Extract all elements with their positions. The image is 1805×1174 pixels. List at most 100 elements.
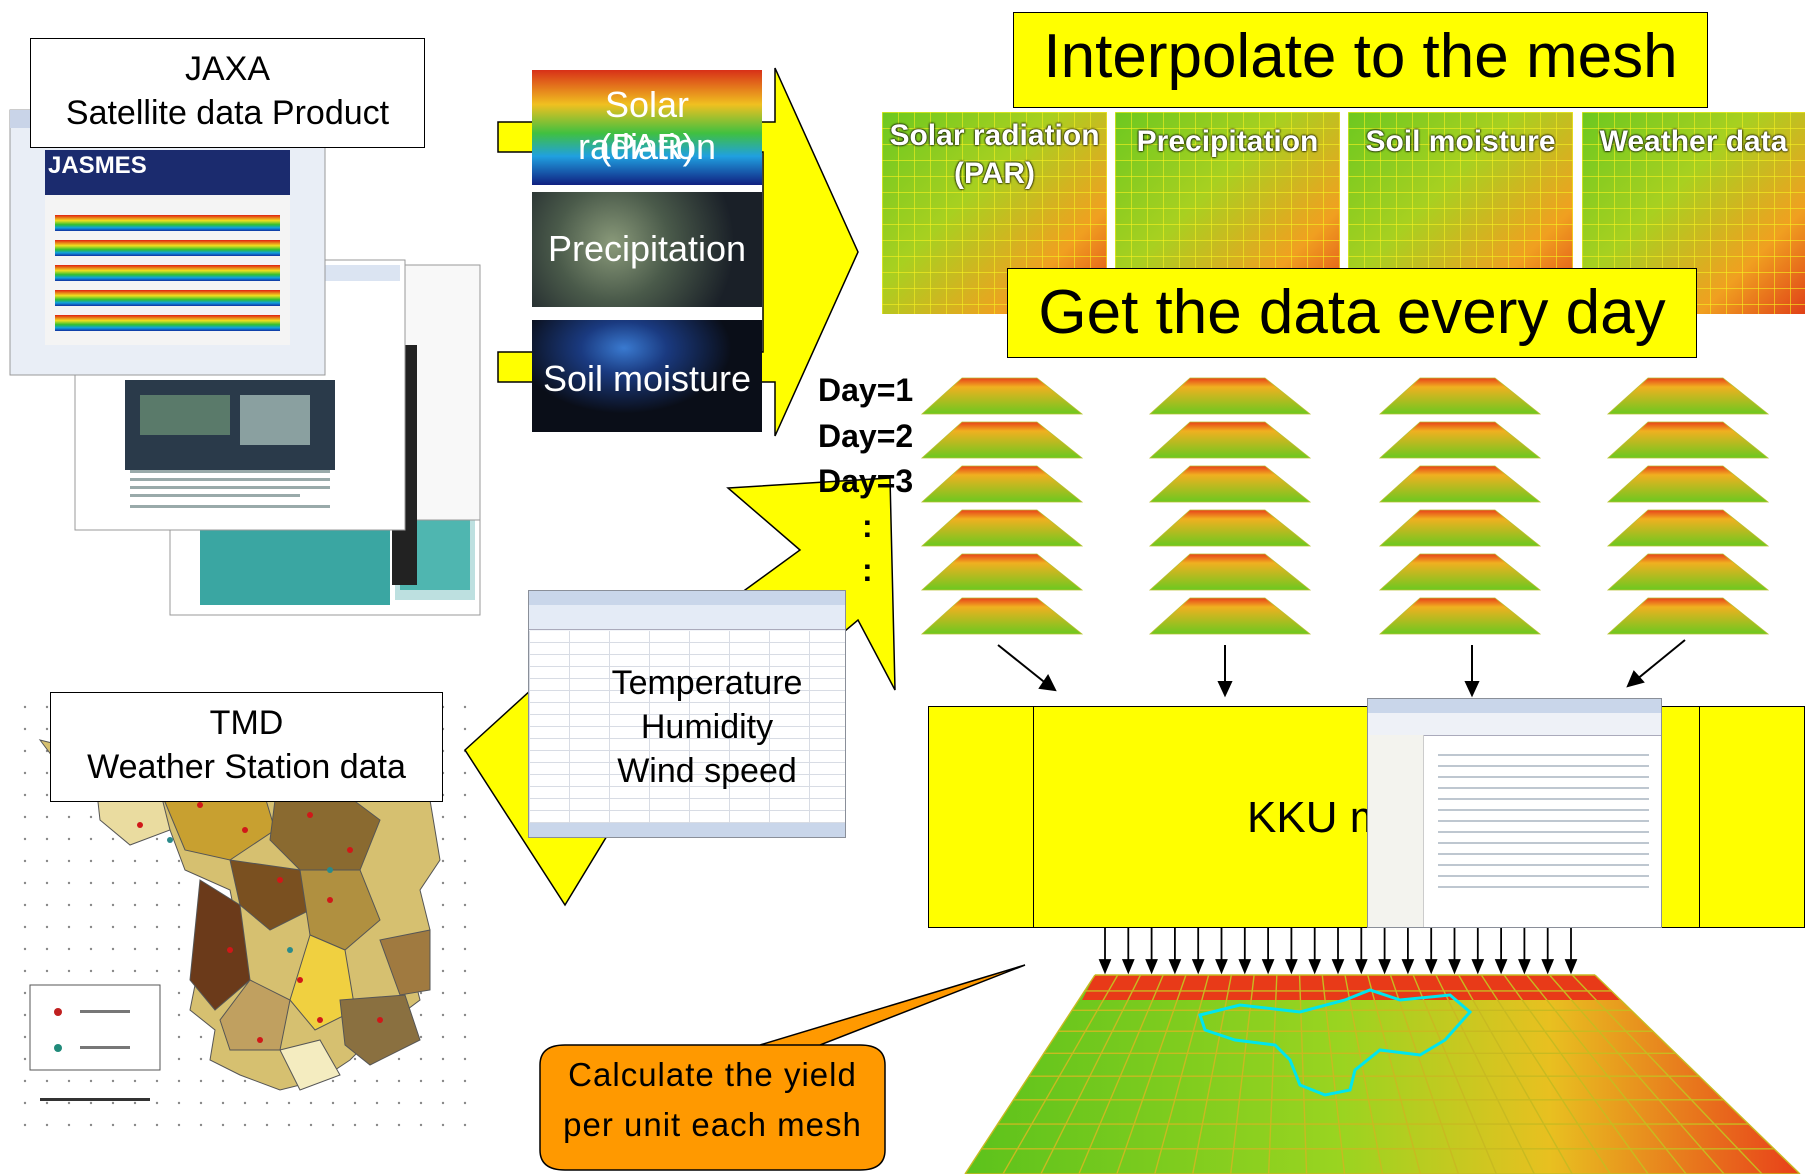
mesh-solar-label-line2: (PAR): [953, 157, 1036, 190]
down-arrow-head: [1354, 959, 1368, 975]
down-arrow-head: [1145, 959, 1158, 975]
soil-moisture-thumb-label: Soil moisture: [542, 358, 752, 399]
daily-mesh-layer: [1148, 421, 1312, 459]
down-arrow-head: [1121, 959, 1135, 975]
daily-mesh-layer: [1606, 465, 1770, 503]
callout-line1: Calculate the yield: [568, 1056, 857, 1093]
daily-mesh-layer: [920, 509, 1084, 547]
mesh-layer-solar: Solar radiation (PAR): [882, 112, 1107, 314]
yield-callout-bubble: [539, 964, 1026, 1171]
model-code-window: [1367, 698, 1662, 928]
jaxa-title: JAXA: [184, 50, 271, 88]
daily-mesh-layer: [1148, 509, 1312, 547]
variable-temperature: Temperature: [611, 664, 803, 702]
day-label-3: Day=3: [818, 463, 914, 499]
daily-mesh-layer: [1606, 553, 1770, 591]
daily-mesh-layer: [1148, 553, 1312, 591]
mesh-grid-line: [1002, 974, 1119, 1174]
mesh-grid-line: [1344, 974, 1384, 1174]
mesh-grid-line: [1458, 974, 1573, 1174]
tmd-subtitle: Weather Station data: [87, 748, 406, 786]
daily-mesh-layer: [1606, 377, 1770, 415]
mesh-grid-line: [1040, 974, 1142, 1174]
daily-mesh-layer: [1606, 509, 1770, 547]
day-ellipsis-2: :: [862, 552, 873, 588]
mesh-precipitation-label: Precipitation: [1136, 125, 1319, 158]
down-arrow-head: [1168, 959, 1182, 975]
mesh-grid-line: [1571, 974, 1763, 1174]
mesh-grid-line: [1321, 974, 1346, 1174]
daily-mesh-layer: [1606, 597, 1770, 635]
daily-mesh-layer: [920, 377, 1084, 415]
yield-callout: Calculate the yield per unit each mesh: [540, 1050, 885, 1150]
interpolate-step-title: Interpolate to the mesh: [1013, 12, 1708, 108]
day-label-2: Day=2: [818, 418, 914, 454]
mesh-grid-line: [1503, 974, 1649, 1174]
down-arrow-head: [1401, 959, 1415, 975]
daily-step-title: Get the data every day: [1007, 268, 1697, 358]
mesh-grid-line: [1480, 974, 1611, 1174]
down-arrow-head: [1448, 959, 1461, 975]
solar-radiation-label-line1: Solar radiation: [577, 84, 717, 167]
down-arrow-head: [1541, 959, 1555, 975]
solar-radiation-label-line2: (PAR): [599, 126, 695, 167]
mesh-grid-line: [1367, 974, 1422, 1174]
output-mesh: [964, 974, 1801, 1174]
down-arrow-head: [1471, 959, 1485, 975]
daily-mesh-layer: [1148, 465, 1312, 503]
down-arrow-head: [1518, 959, 1531, 975]
precipitation-thumbnail: Precipitation: [532, 192, 762, 307]
jaxa-screenshots: [9, 109, 481, 616]
daily-mesh-layer: [1378, 509, 1542, 547]
daily-mesh-layer: [1378, 377, 1542, 415]
tmd-source-label: TMD Weather Station data: [50, 692, 443, 802]
mesh-grid-line: [964, 974, 1096, 1174]
soil-moisture-thumbnail: Soil moisture: [532, 320, 762, 432]
daily-mesh-layer: [1378, 421, 1542, 459]
mesh-grid-line: [1594, 974, 1801, 1174]
solar-radiation-thumbnail: Solar radiation (PAR): [532, 70, 762, 185]
down-arrow-head: [1261, 959, 1275, 975]
daily-mesh-layer: [920, 465, 1084, 503]
mesh-grid-line: [1435, 974, 1535, 1174]
mesh-weather-label: Weather data: [1599, 125, 1788, 158]
jaxa-subtitle: Satellite data Product: [65, 94, 390, 132]
daily-mesh-layer: [1148, 597, 1312, 635]
down-arrow-head: [1191, 959, 1205, 975]
daily-mesh-layer: [920, 597, 1084, 635]
mesh-grid-line: [1549, 974, 1725, 1174]
down-arrow-head: [1378, 959, 1391, 975]
daily-mesh-layer: [1378, 597, 1542, 635]
arrows-to-model: [997, 639, 1686, 698]
down-arrow-head: [1564, 959, 1578, 975]
variable-humidity: Humidity: [640, 708, 774, 746]
down-arrow-head: [1308, 959, 1322, 975]
down-arrow-head: [1285, 959, 1298, 975]
day-ellipsis-1: :: [862, 508, 873, 544]
mesh-grid-line: [1526, 974, 1687, 1174]
mesh-grid-line: [1389, 974, 1460, 1174]
precipitation-thumb-label: Precipitation: [547, 228, 747, 269]
tmd-title: TMD: [209, 704, 284, 742]
mesh-grid-line: [1298, 974, 1308, 1174]
down-arrow-head: [1424, 959, 1438, 975]
mesh-grid-line: [1412, 974, 1498, 1174]
daily-mesh-layer: [1378, 465, 1542, 503]
mesh-soil-moisture-label: Soil moisture: [1365, 125, 1556, 158]
daily-mesh-layer: [1148, 377, 1312, 415]
down-arrow-head: [1215, 959, 1228, 975]
station-spreadsheet: Temperature Humidity Wind speed: [528, 590, 846, 838]
mesh-grid-line: [1229, 974, 1255, 1174]
jasmes-site-name: JASMES: [48, 152, 147, 179]
down-arrow-head: [1098, 959, 1112, 975]
arrows-to-output-mesh: [1098, 928, 1578, 975]
down-arrow-head: [1494, 959, 1508, 975]
mesh-grid-line: [1116, 974, 1187, 1174]
day-label-1: Day=1: [818, 372, 914, 408]
down-arrow-head: [1238, 959, 1252, 975]
callout-line2: per unit each mesh: [563, 1106, 862, 1143]
mesh-grid-line: [1154, 974, 1210, 1174]
variable-wind-speed: Wind speed: [617, 752, 797, 790]
daily-mesh-layer: [1606, 421, 1770, 459]
